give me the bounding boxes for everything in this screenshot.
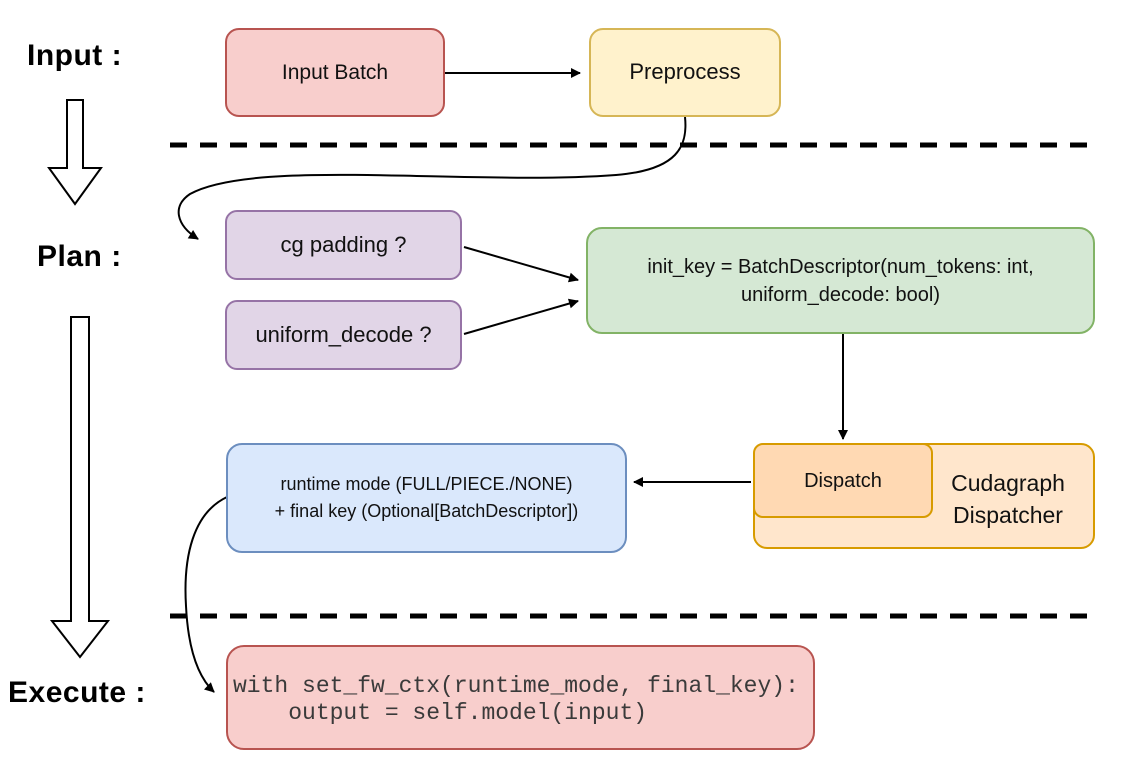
input-batch-node: Input Batch — [225, 28, 445, 117]
init-key-line2: uniform_decode: bool) — [740, 283, 940, 306]
input-phase-label: Input : — [27, 39, 123, 72]
plan-phase-label: Plan : — [37, 240, 122, 273]
uniform-decode-node: uniform_decode ? — [225, 300, 462, 370]
init-key-line1: init_key = BatchDescriptor(num_tokens: i… — [647, 255, 1034, 278]
arrow-uniformdecode-to-initkey — [463, 298, 579, 335]
arrow-preprocess-to-cgpadding — [177, 116, 687, 240]
execute-code-node: with set_fw_ctx(runtime_mode, final_key)… — [226, 645, 815, 750]
preprocess-label: Preprocess — [629, 59, 741, 85]
execute-phase-label: Execute : — [8, 676, 146, 709]
dispatch-node: Dispatch — [753, 443, 933, 518]
runtime-mode-line2: + final key (Optional[BatchDescriptor]) — [274, 501, 579, 521]
cg-padding-node: cg padding ? — [225, 210, 462, 280]
arrow-cgpadding-to-initkey — [463, 246, 579, 283]
runtime-mode-line1: runtime mode (FULL/PIECE./NONE) — [280, 474, 573, 494]
preprocess-node: Preprocess — [589, 28, 781, 117]
execute-code-line2: output = self.model(input) — [233, 699, 648, 726]
cudagraph-dispatcher-line2: Dispatcher — [953, 502, 1063, 528]
runtime-mode-node: runtime mode (FULL/PIECE./NONE) + final … — [226, 443, 627, 553]
cudagraph-dispatcher-label: Cudagraph Dispatcher — [921, 467, 1095, 531]
dispatch-label: Dispatch — [804, 469, 882, 492]
arrow-runtimemode-to-execute — [184, 496, 228, 693]
cudagraph-dispatcher-line1: Cudagraph — [951, 470, 1065, 496]
init-key-node: init_key = BatchDescriptor(num_tokens: i… — [586, 227, 1095, 334]
cg-padding-label: cg padding ? — [280, 231, 407, 257]
execute-code-line1: with set_fw_ctx(runtime_mode, final_key)… — [233, 672, 799, 699]
down-arrow-icon — [47, 99, 103, 206]
uniform-decode-label: uniform_decode ? — [255, 321, 432, 347]
down-arrow-icon — [49, 316, 111, 659]
input-batch-label: Input Batch — [281, 60, 389, 84]
